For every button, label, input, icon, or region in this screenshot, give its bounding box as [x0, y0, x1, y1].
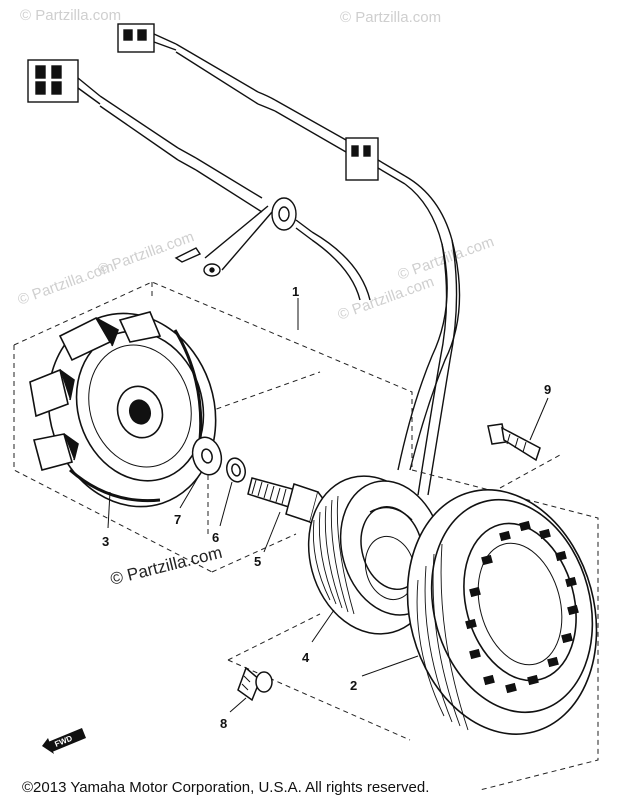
callout-2: 2 [350, 678, 357, 693]
middle-connector [345, 137, 406, 185]
callouts: 1 2 3 4 5 6 7 8 9 [102, 284, 551, 731]
wiring-harness [27, 23, 461, 496]
rotor-flywheel [29, 311, 217, 508]
coil-screw [237, 666, 273, 702]
callout-9: 9 [544, 382, 551, 397]
lock-washer [226, 457, 246, 483]
grommet [271, 197, 297, 231]
washer [191, 436, 223, 476]
stator-bolt [487, 423, 541, 462]
callout-7: 7 [174, 512, 181, 527]
stator-teeth [465, 520, 579, 694]
watermark: © Partzilla.com [340, 9, 441, 26]
callout-8: 8 [220, 716, 227, 731]
stator [406, 489, 598, 735]
callout-4: 4 [302, 650, 310, 665]
callout-5: 5 [254, 554, 261, 569]
callout-3: 3 [102, 534, 109, 549]
copyright-notice: ©2013 Yamaha Motor Corporation, U.S.A. A… [22, 779, 430, 796]
field-coil [307, 475, 445, 635]
watermark: © Partzilla.com [20, 7, 121, 24]
callout-6: 6 [212, 530, 219, 545]
fwd-arrow: FWD [42, 728, 86, 754]
watermark: © Partzilla.com [96, 228, 197, 279]
watermark: © Partzilla.com [336, 273, 437, 324]
upper-connector [117, 23, 177, 53]
leader-lines [107, 298, 549, 713]
lower-connector [27, 59, 101, 105]
callout-1: 1 [292, 284, 299, 299]
watermark-layer: © Partzilla.com © Partzilla.com © Partzi… [16, 7, 497, 324]
site-watermark: © Partzilla.com [108, 543, 224, 589]
